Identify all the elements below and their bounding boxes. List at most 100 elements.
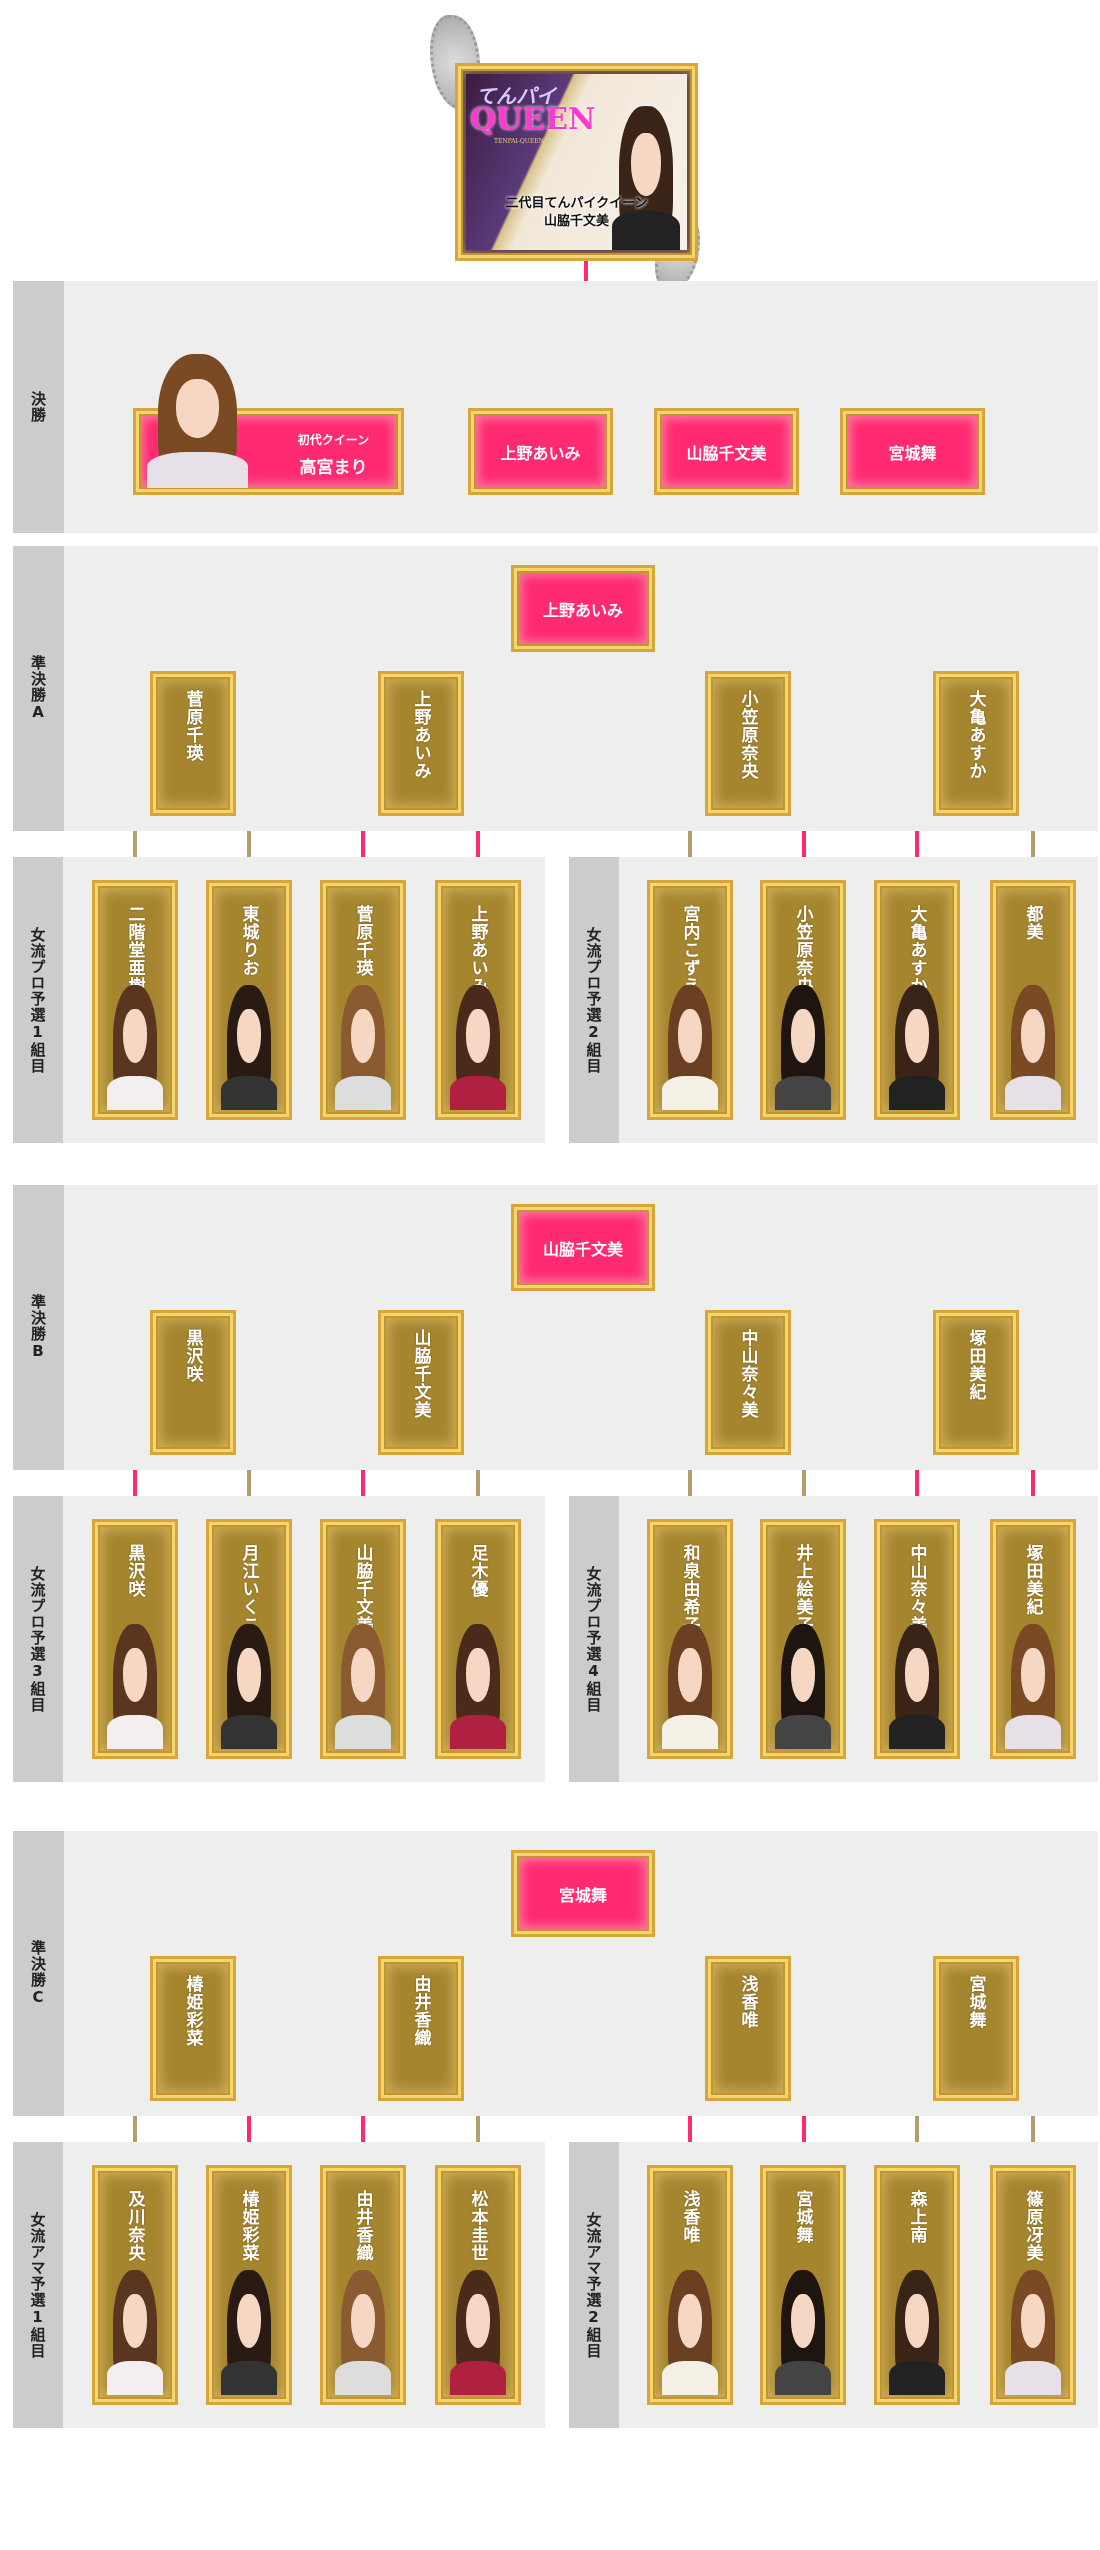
player-photo [771, 1619, 835, 1749]
semifinalist-name: 菅原千瑛 [182, 690, 203, 762]
photo-body [774, 1076, 832, 1110]
qualifier-label-text: 女流プロ予選4組目 [584, 1565, 603, 1713]
finalist-box[interactable]: 山脇千文美 [654, 408, 799, 495]
player-photo [658, 1619, 722, 1749]
photo-body [1004, 2361, 1062, 2395]
semifinalist-box[interactable]: 浅香唯 [705, 1956, 791, 2101]
qualifier-label: 女流プロ予選4組目 [569, 1496, 619, 1782]
player-photo [331, 2265, 395, 2395]
player-name: 篠原冴美 [1022, 2190, 1043, 2262]
player-card[interactable]: 椿姫彩菜 [206, 2165, 292, 2405]
player-card[interactable]: 宮内こずえ [647, 880, 733, 1120]
player-card[interactable]: 宮城舞 [760, 2165, 846, 2405]
photo-face [904, 2293, 930, 2349]
photo-body [661, 1715, 719, 1749]
semifinal-winner-name: 山脇千文美 [542, 1239, 623, 1259]
player-name: 都美 [1022, 905, 1043, 941]
qualifier-label: 女流プロ予選1組目 [13, 857, 63, 1143]
semifinalist-box[interactable]: 菅原千瑛 [150, 671, 236, 816]
player-name: 月江いくこ [238, 1544, 259, 1634]
photo-face [236, 1647, 262, 1703]
player-card[interactable]: 及川奈央 [92, 2165, 178, 2405]
photo-body [220, 2361, 278, 2395]
player-name: 二階堂亜樹 [124, 905, 145, 995]
photo-face [465, 2293, 491, 2349]
semifinalist-box[interactable]: 黒沢咲 [150, 1310, 236, 1455]
photo-face [790, 1008, 816, 1064]
qualifier-label-text: 女流アマ予選1組目 [28, 2211, 47, 2359]
semifinal-label-text: 準決勝C [29, 1940, 47, 2007]
semifinalist-box[interactable]: 中山奈々美 [705, 1310, 791, 1455]
photo-face [677, 2293, 703, 2349]
photo-face [790, 2293, 816, 2349]
player-card[interactable]: 井上絵美子 [760, 1519, 846, 1759]
photo-face [465, 1647, 491, 1703]
player-card[interactable]: 黒沢咲 [92, 1519, 178, 1759]
player-name: 宮内こずえ [679, 905, 700, 995]
semifinal-winner-box[interactable]: 宮城舞 [511, 1850, 655, 1937]
player-card[interactable]: 中山奈々美 [874, 1519, 960, 1759]
finalist-name: 上野あいみ [500, 443, 581, 463]
player-name: 塚田美紀 [1022, 1544, 1043, 1616]
player-card[interactable]: 二階堂亜樹 [92, 880, 178, 1120]
player-card[interactable]: 月江いくこ [206, 1519, 292, 1759]
semifinalist-box[interactable]: 山脇千文美 [378, 1310, 464, 1455]
semifinalist-box[interactable]: 小笠原奈央 [705, 671, 791, 816]
player-photo [103, 2265, 167, 2395]
player-card[interactable]: 大亀あすか [874, 880, 960, 1120]
photo-face [904, 1008, 930, 1064]
photo-face [1020, 1008, 1046, 1064]
player-card[interactable]: 森上南 [874, 2165, 960, 2405]
semifinal-label: 準決勝B [13, 1185, 64, 1470]
caption-line-1: 二代目てんパイクイーン [505, 196, 648, 211]
semifinalist-box[interactable]: 椿姫彩菜 [150, 1956, 236, 2101]
player-card[interactable]: 篠原冴美 [990, 2165, 1076, 2405]
first-queen-box[interactable]: 初代クイーン高宮まり [133, 353, 404, 495]
player-card[interactable]: 小笠原奈央 [760, 880, 846, 1120]
photo-face [350, 1008, 376, 1064]
player-card[interactable]: 和泉由希子 [647, 1519, 733, 1759]
semifinalist-box[interactable]: 塚田美紀 [933, 1310, 1019, 1455]
player-photo [658, 2265, 722, 2395]
player-card[interactable]: 東城りお [206, 880, 292, 1120]
player-photo [103, 1619, 167, 1749]
logo-top-text: てんパイ [476, 84, 556, 108]
finalist-box[interactable]: 宮城舞 [840, 408, 985, 495]
semifinal-winner-box[interactable]: 山脇千文美 [511, 1204, 655, 1291]
player-name: 菅原千瑛 [352, 905, 373, 977]
photo-body [888, 1076, 946, 1110]
photo-body [449, 1715, 507, 1749]
photo-face [465, 1008, 491, 1064]
photo-face [175, 378, 220, 438]
player-card[interactable]: 松本圭世 [435, 2165, 521, 2405]
player-name: 小笠原奈央 [792, 905, 813, 995]
player-photo [885, 2265, 949, 2395]
player-card[interactable]: 山脇千文美 [320, 1519, 406, 1759]
player-name: 由井香織 [352, 2190, 373, 2262]
semifinalist-box[interactable]: 上野あいみ [378, 671, 464, 816]
finalist-box[interactable]: 上野あいみ [468, 408, 613, 495]
semifinalist-name: 宮城舞 [965, 1975, 986, 2029]
semifinalist-box[interactable]: 宮城舞 [933, 1956, 1019, 2101]
player-card[interactable]: 塚田美紀 [990, 1519, 1076, 1759]
player-card[interactable]: 浅香唯 [647, 2165, 733, 2405]
player-card[interactable]: 都美 [990, 880, 1076, 1120]
player-name: 椿姫彩菜 [238, 2190, 259, 2262]
player-card[interactable]: 足木優 [435, 1519, 521, 1759]
photo-body [106, 2361, 164, 2395]
semifinalist-box[interactable]: 由井香織 [378, 1956, 464, 2101]
photo-face [1020, 2293, 1046, 2349]
player-name: 上野あいみ [467, 905, 488, 995]
player-card[interactable]: 上野あいみ [435, 880, 521, 1120]
player-photo [140, 348, 255, 488]
player-card[interactable]: 由井香織 [320, 2165, 406, 2405]
semifinalist-box[interactable]: 大亀あすか [933, 671, 1019, 816]
photo-face [790, 1647, 816, 1703]
final-label-text: 決勝 [29, 391, 47, 423]
semifinal-winner-box[interactable]: 上野あいみ [511, 565, 655, 652]
player-name: 浅香唯 [679, 2190, 700, 2244]
player-card[interactable]: 菅原千瑛 [320, 880, 406, 1120]
photo-body [1004, 1076, 1062, 1110]
